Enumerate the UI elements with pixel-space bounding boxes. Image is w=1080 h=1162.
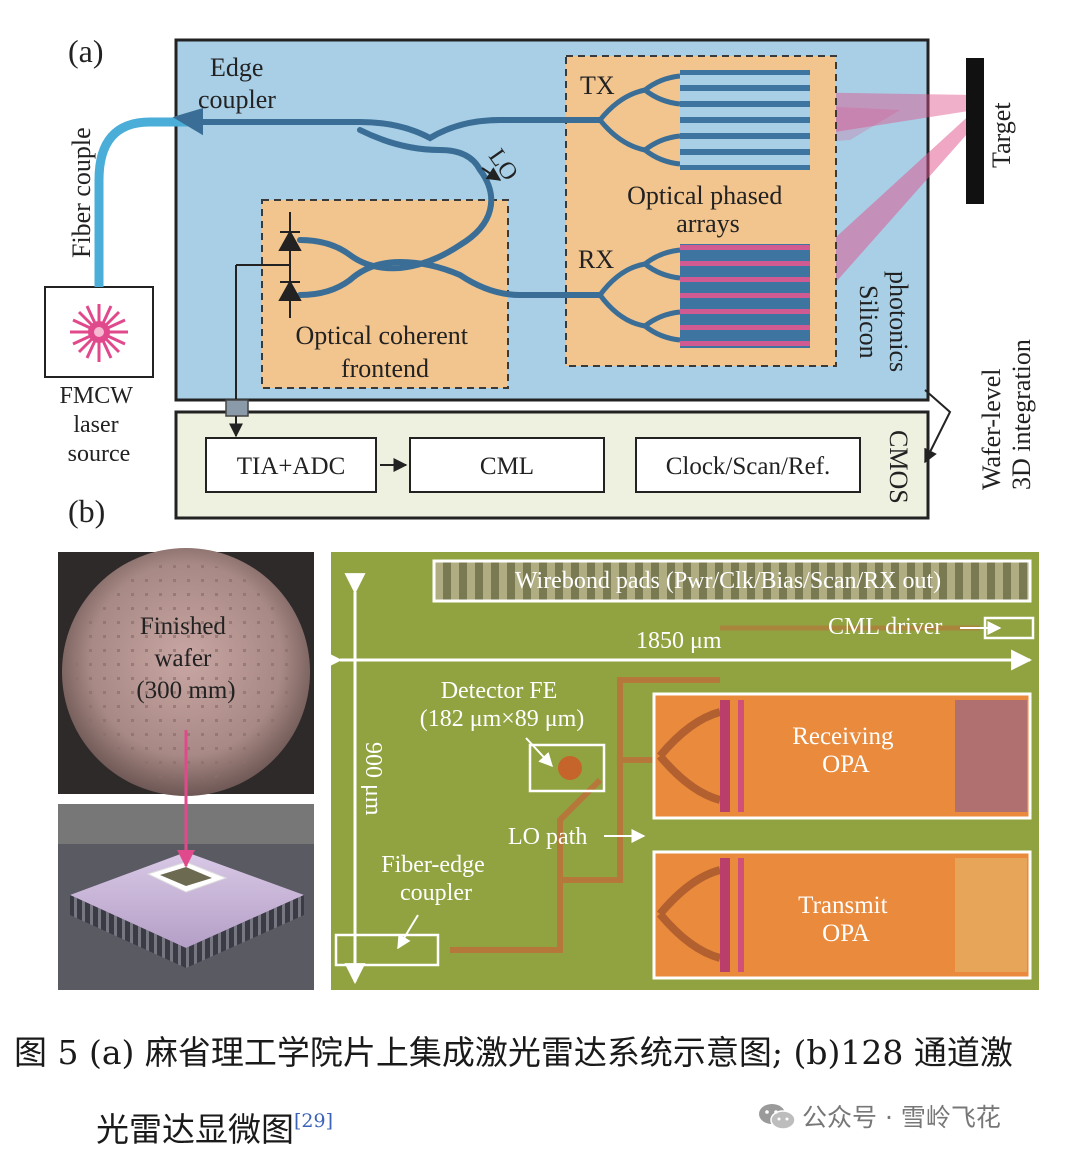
- panel-b-label: (b): [68, 493, 105, 529]
- rx-label: RX: [578, 245, 614, 274]
- fiber-edge-label: Fiber-edge coupler: [381, 852, 490, 906]
- integration-arrow: [924, 389, 952, 464]
- laser-burst-icon: [70, 304, 128, 362]
- silicon-photonics-label: Silicon photonics: [854, 271, 913, 372]
- panel-a-label: (a): [68, 33, 104, 69]
- watermark-text: 公众号 · 雪岭飞花: [802, 1103, 1001, 1132]
- detector-label: Detector FE (182 μm×89 μm): [420, 678, 585, 732]
- cml-block: [409, 437, 605, 493]
- fiber-couple-label: Fiber couple: [67, 127, 96, 258]
- citation-link[interactable]: [29]: [294, 1110, 334, 1132]
- coherent-frontend-label: Optical coherent frontend: [295, 321, 474, 383]
- rx-splitter-tree: [597, 247, 681, 343]
- cml-label: CML: [480, 453, 534, 480]
- receiving-opa-label: Receiving OPA: [792, 723, 900, 778]
- photodiode-pair-icon: [235, 212, 302, 400]
- integration-label: Wafer-level 3D integration: [977, 339, 1036, 490]
- tx-array-lines: [680, 70, 810, 170]
- wirebond-label: Wirebond pads (Pwr/Clk/Bias/Scan/RX out): [515, 568, 941, 594]
- detector-fe-box: [528, 743, 606, 793]
- watermark: 公众号 · 雪岭飞花: [758, 1098, 1001, 1134]
- lo-path-label: LO path: [508, 824, 587, 850]
- wirebond-pads: [432, 559, 1032, 603]
- laser-source-label: FMCW laser source: [60, 383, 139, 467]
- transmit-opa: [652, 850, 1032, 980]
- caption-line-2-text: 光雷达显微图: [96, 1110, 294, 1149]
- tsv-connector: [225, 399, 249, 417]
- die-routing-traces: [450, 677, 720, 953]
- fiber-edge-coupler-box: [334, 933, 440, 967]
- tx-label: TX: [580, 71, 615, 100]
- cml-driver-label: CML driver: [828, 614, 942, 640]
- wechat-icon: [759, 1104, 796, 1130]
- figure-caption: 图 5 (a) 麻省理工学院片上集成激光雷达系统示意图; (b)128 通道激 …: [14, 1030, 1074, 1149]
- target-plate: [966, 58, 984, 204]
- wafer-label: Finished wafer (300 mm): [136, 613, 235, 704]
- edge-coupler-label: Edge coupler: [198, 53, 276, 114]
- transmit-opa-label: Transmit OPA: [798, 892, 894, 947]
- clock-scan-ref-label: Clock/Scan/Ref.: [666, 453, 831, 480]
- clock-scan-ref-block: [635, 437, 861, 493]
- target-label: Target: [987, 102, 1016, 168]
- lidar-system-figure: (a) Target FMCW laser source Fiber c: [44, 33, 1039, 990]
- height-label: 900 μm: [360, 742, 386, 816]
- lo-arrow: [481, 167, 502, 181]
- caption-line-2: 光雷达显微图[29]: [96, 1098, 333, 1153]
- waveguide-network: [172, 107, 603, 298]
- fiber-cable: [94, 117, 200, 287]
- caption-line-1: 图 5 (a) 麻省理工学院片上集成激光雷达系统示意图; (b)128 通道激: [14, 1033, 1013, 1072]
- cmos-label: CMOS: [884, 430, 913, 504]
- tx-splitter-tree: [598, 73, 681, 167]
- tia-adc-label: TIA+ADC: [237, 453, 346, 480]
- width-label: 1850 μm: [636, 628, 722, 654]
- rx-array-lines: [680, 244, 810, 348]
- receiving-opa: [652, 692, 1032, 820]
- opa-label: Optical phased arrays: [627, 181, 789, 238]
- tia-adc-block: [205, 437, 377, 493]
